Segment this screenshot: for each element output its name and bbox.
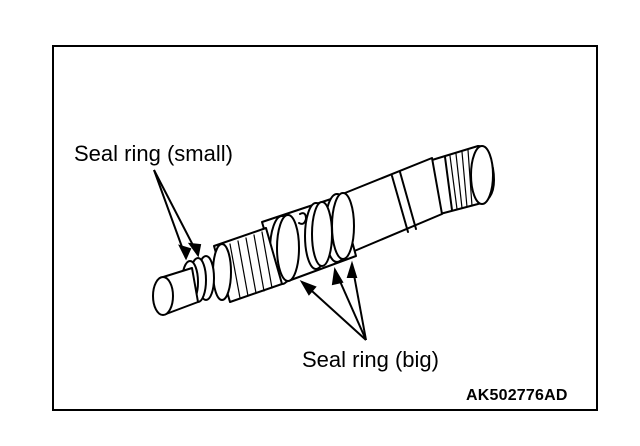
seal-ring-big-label: Seal ring (big): [302, 347, 439, 372]
figure-code: AK502776AD: [466, 387, 568, 404]
seal-ring-small-label: Seal ring (small): [74, 141, 233, 166]
leader-lines: [153, 169, 367, 341]
shaft-body-right: [339, 157, 443, 253]
left-spline-section: [212, 227, 283, 303]
left-shaft-tip: [152, 267, 199, 316]
right-spline-end: [431, 145, 495, 215]
